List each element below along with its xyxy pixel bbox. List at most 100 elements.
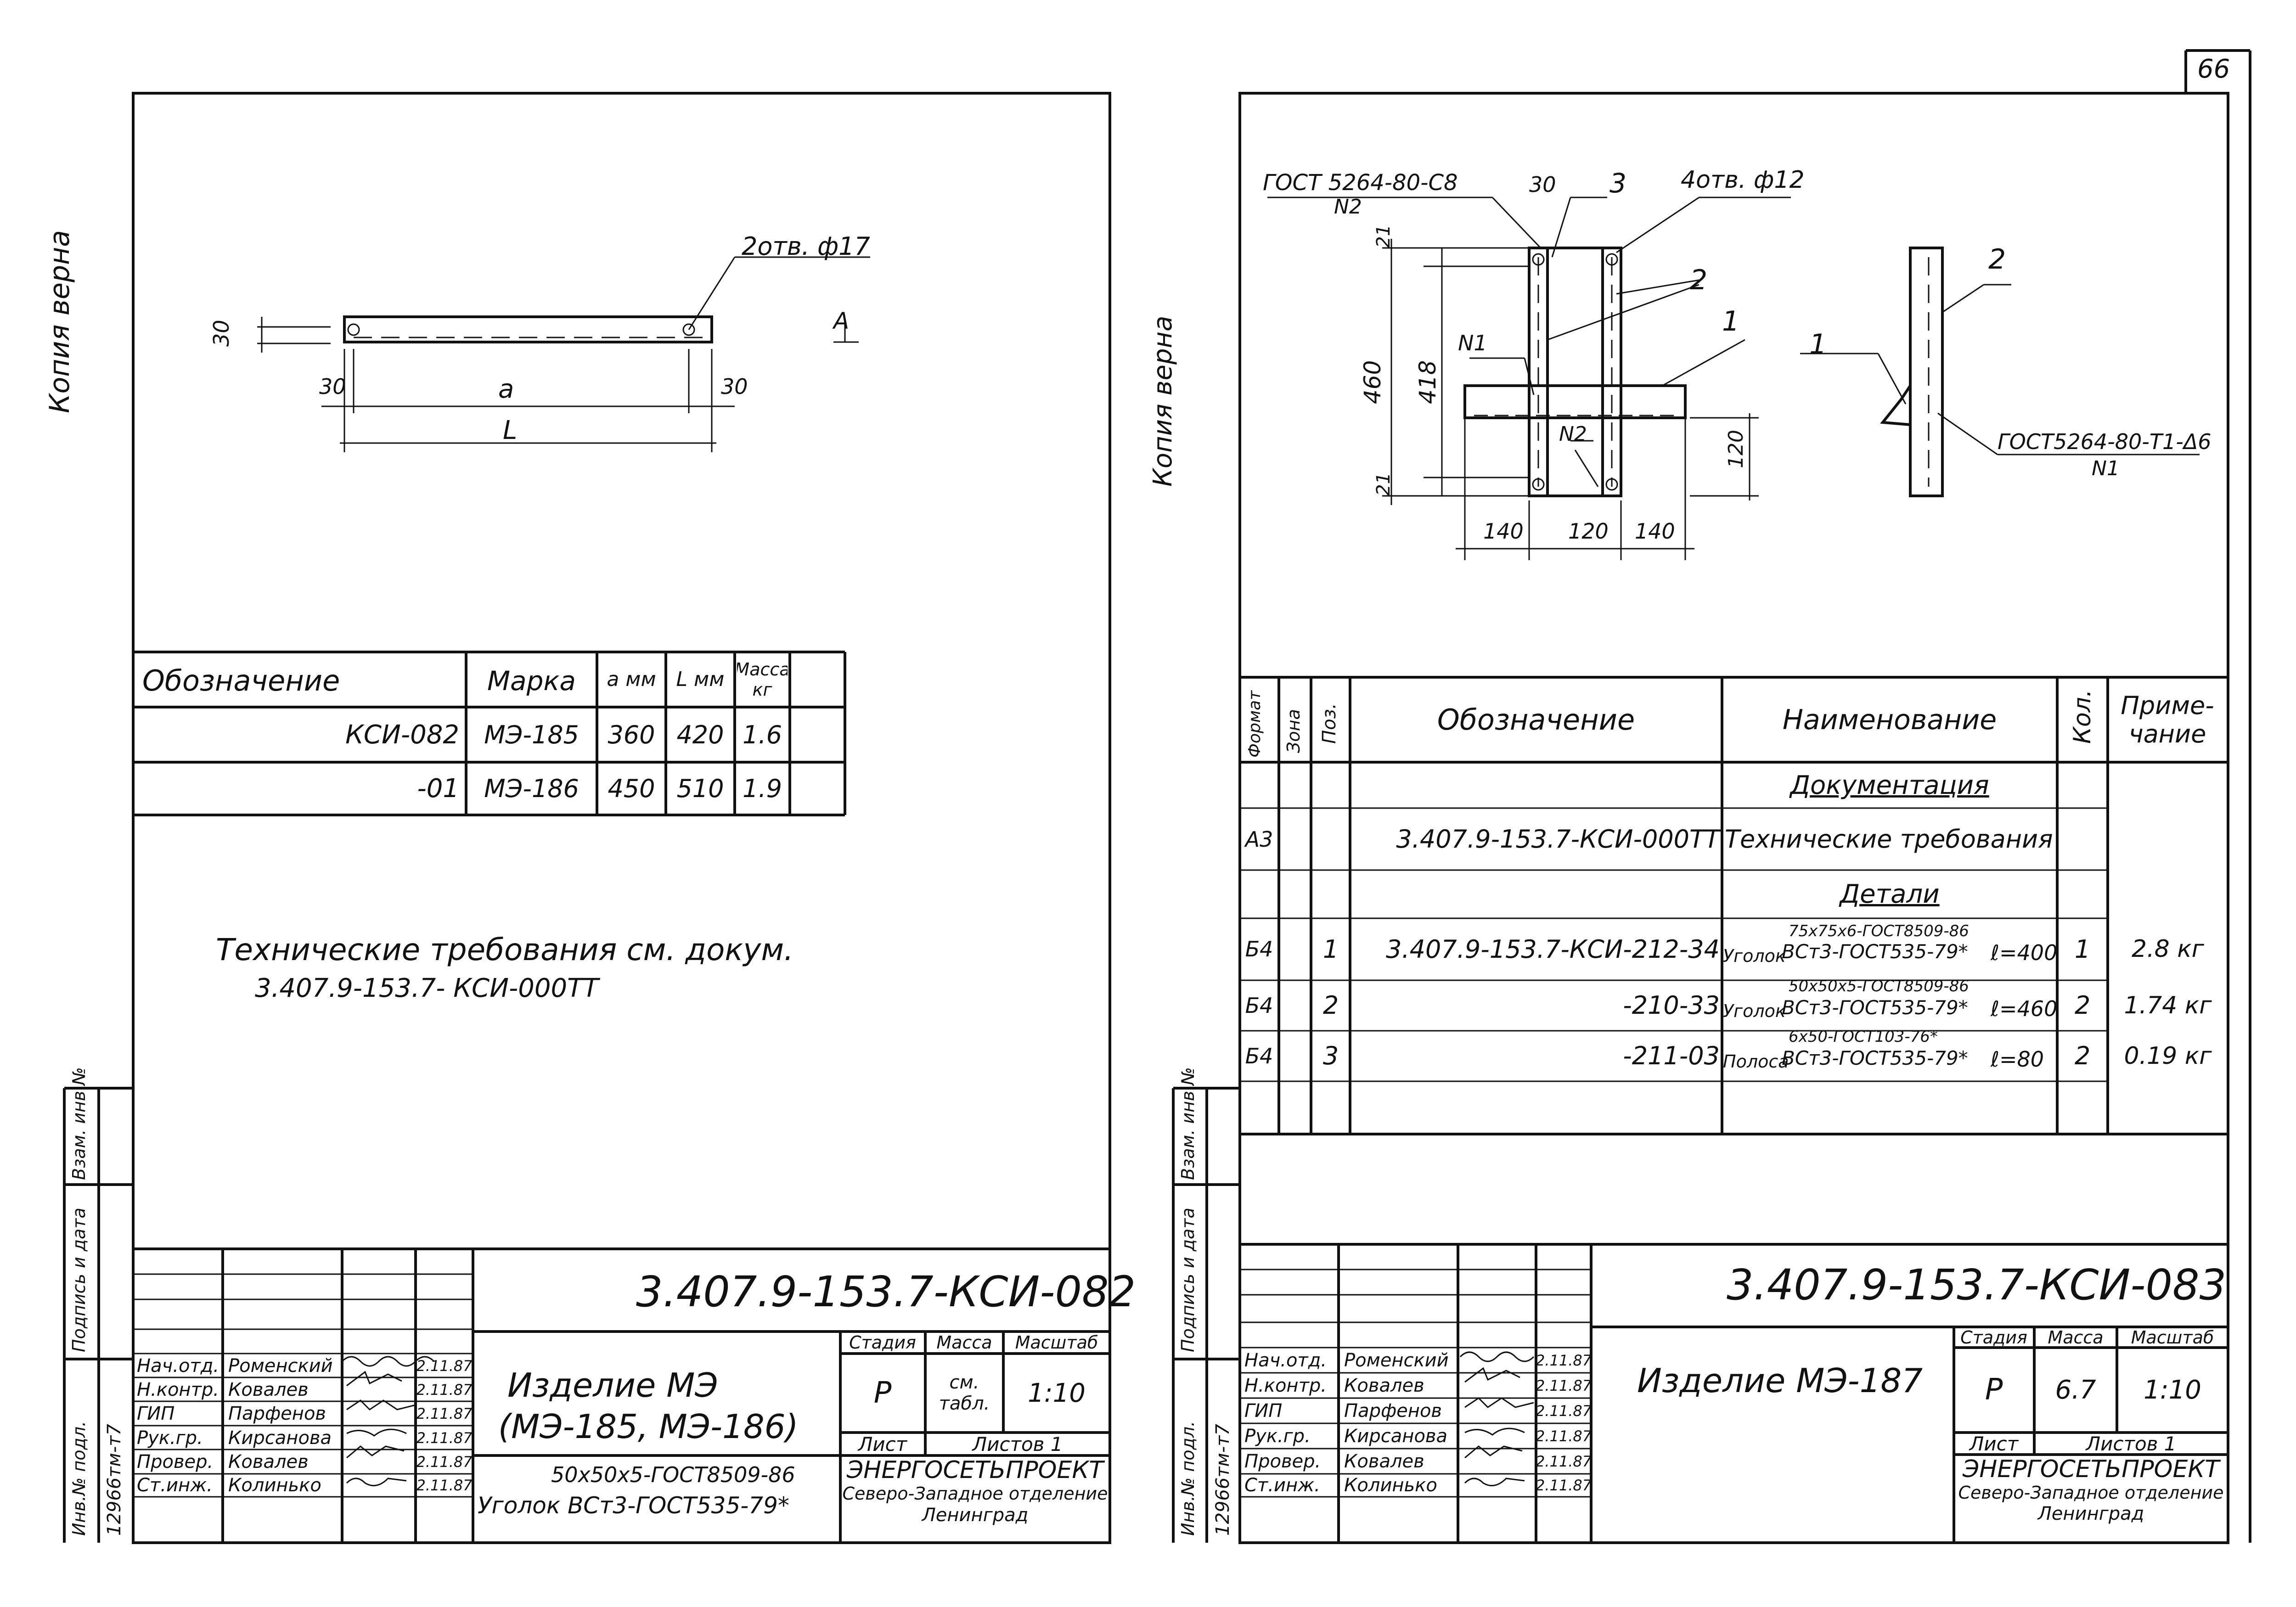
spec-header-name: Наименование [1782, 703, 1997, 736]
staff-role: Н.контр. [137, 1379, 219, 1400]
staff-name: Роменский [228, 1355, 333, 1377]
spec-row-name-top: 75x75x6-ГОСТ8509-86 [1789, 922, 1969, 940]
staff-role: Рук.гр. [1244, 1426, 1311, 1447]
staff-role: Провер. [137, 1451, 214, 1472]
spec-row-name-bottom: ВСт3-ГОСТ535-79* [1782, 996, 1968, 1019]
side-signature-date-left: Подпись и дата [69, 1208, 89, 1352]
row1-a: 360 [608, 720, 655, 749]
dim-120-vertical: 120 [1724, 430, 1748, 468]
sheets-label-right: Листов 1 [2086, 1433, 2177, 1454]
row2-L: 510 [676, 774, 724, 803]
weld-label-side: ГОСТ5264-80-Т1-Δ6 [1998, 429, 2212, 454]
scale-value-right: 1:10 [2144, 1375, 2201, 1405]
sheet-label-right: Лист [1969, 1433, 2019, 1454]
side-vzam-left: Взам. инв.№ [69, 1067, 89, 1180]
product-name-right: Изделие МЭ-187 [1637, 1361, 1923, 1400]
staff-name: Колинько [1344, 1475, 1437, 1496]
dim-right-edge: 30 [721, 374, 748, 399]
spec-header-format: Формат [1245, 690, 1264, 758]
spec-row-name-top: 6x50-ГОСТ103-76* [1789, 1028, 1938, 1046]
row2-mark: МЭ-186 [484, 774, 579, 803]
doc-row-format: А3 [1245, 826, 1273, 852]
stage-label-left: Стадия [849, 1332, 916, 1353]
staff-role: Н.контр. [1244, 1375, 1327, 1396]
staff-name: Колинько [228, 1475, 321, 1496]
dim-460: 460 [1359, 360, 1386, 404]
pos1-label: 1 [1722, 305, 1740, 337]
section-documentation: Документация [1790, 770, 1989, 800]
dim-L: L [503, 416, 518, 445]
staff-name: Парфенов [228, 1403, 326, 1424]
staff-date: 2.11.87 [416, 1381, 472, 1399]
doc-row-designation: 3.407.9-153.7-КСИ-000ТТ [1396, 825, 1720, 854]
scale-value-left: 1:10 [1028, 1378, 1086, 1408]
row2-mass: 1.9 [743, 774, 782, 803]
org-branch-right: Северо-Западное отделение [1958, 1483, 2224, 1503]
staff-role: ГИП [137, 1403, 175, 1424]
staff-date: 2.11.87 [1537, 1377, 1590, 1394]
org-branch-left: Северо-Западное отделение [842, 1483, 1108, 1504]
stage-value-left: Р [873, 1376, 892, 1410]
staff-name: Ковалев [1344, 1375, 1424, 1396]
inv-number-right: 12966тм-т7 [1212, 1424, 1233, 1536]
side-signature-date-right: Подпись и дата [1178, 1208, 1198, 1352]
drawing-code-right: 3.407.9-153.7-КСИ-083 [1727, 1260, 2227, 1309]
spec-row-designation: 3.407.9-153.7-КСИ-212-34 [1386, 934, 1720, 964]
spec-row-length: ℓ=400 [1991, 940, 2058, 965]
staff-name: Ковалев [228, 1451, 309, 1472]
row1-designation: КСИ-082 [345, 719, 459, 750]
row1-mark: МЭ-185 [484, 720, 579, 749]
spec-header-designation: Обозначение [1437, 703, 1635, 736]
pos2-label: 2 [1690, 264, 1708, 296]
weld-label-side-n: N1 [2092, 457, 2120, 480]
weld-label-top: ГОСТ 5264-80-С8 [1263, 170, 1458, 196]
material-left-2: Уголок ВСт3-ГОСТ535-79* [478, 1492, 789, 1519]
staff-date: 2.11.87 [1537, 1352, 1590, 1369]
dim-140-left: 140 [1483, 519, 1524, 544]
spec-header-pos: Поз. [1319, 703, 1340, 744]
staff-role: Рук.гр. [137, 1427, 203, 1449]
dim-30-right: 30 [1529, 172, 1556, 197]
dim-21-top: 21 [1373, 225, 1394, 248]
spec-row-length: ℓ=80 [1991, 1047, 2044, 1072]
spec-row-name-prefix: Уголок [1723, 946, 1786, 966]
dim-height-left: 30 [209, 320, 234, 347]
spec-header-qty: Кол. [2069, 689, 2096, 744]
doc-row-name: Технические требования [1725, 825, 2053, 854]
tech-note-line1: Технические требования см. докум. [216, 932, 794, 967]
spec-row-qty: 1 [2074, 934, 2091, 964]
staff-date: 2.11.87 [1537, 1402, 1590, 1420]
product-name-left-1: Изделие МЭ [507, 1366, 718, 1405]
weld-label-top-n: N2 [1334, 195, 1362, 219]
copy-stamp-right: Копия верна [1148, 315, 1178, 487]
row2-designation: -01 [417, 773, 459, 804]
row1-L: 420 [676, 720, 724, 749]
spec-row-note: 1.74 кг [2124, 991, 2212, 1019]
side-inv-podl-left: Инв.№ подл. [69, 1421, 89, 1536]
mass-label-right: Масса [2048, 1328, 2104, 1347]
product-name-left-2: (МЭ-185, МЭ-186) [498, 1407, 799, 1446]
spec-row-name-bottom: ВСт3-ГОСТ535-79* [1782, 940, 1968, 963]
section-details: Детали [1840, 879, 1940, 909]
staff-role: Провер. [1244, 1451, 1321, 1472]
tech-note-line2: 3.407.9-153.7- КСИ-000ТТ [255, 973, 599, 1003]
scale-label-right: Масштаб [2131, 1328, 2214, 1347]
org-name-right: ЭНЕРГОСЕТЬПРОЕКТ [1962, 1455, 2220, 1483]
spec-row-name-top: 50x50x5-ГОСТ8509-86 [1789, 977, 1969, 995]
holes-label-left: 2отв. ф17 [742, 232, 870, 261]
mass-value-right: 6.7 [2055, 1375, 2096, 1405]
spec-row-format: Б4 [1245, 1043, 1273, 1068]
spec-header-note: Приме-чание [2121, 691, 2214, 748]
spec-row-pos: 3 [1322, 1041, 1339, 1070]
staff-date: 2.11.87 [416, 1429, 472, 1447]
side-view-pos1: 1 [1809, 328, 1827, 360]
org-city-right: Ленинград [2037, 1503, 2144, 1524]
dim-a: a [498, 374, 514, 404]
spec-header-zone: Зона [1283, 709, 1304, 753]
staff-name: Ковалев [228, 1379, 309, 1400]
spec-row-name-prefix: Полоса [1723, 1051, 1789, 1072]
scale-label-left: Масштаб [1015, 1332, 1098, 1353]
inv-number-left: 12966тм-т7 [104, 1424, 125, 1536]
holes-label-right: 4отв. ф12 [1681, 166, 1805, 194]
staff-date: 2.11.87 [1537, 1453, 1590, 1470]
